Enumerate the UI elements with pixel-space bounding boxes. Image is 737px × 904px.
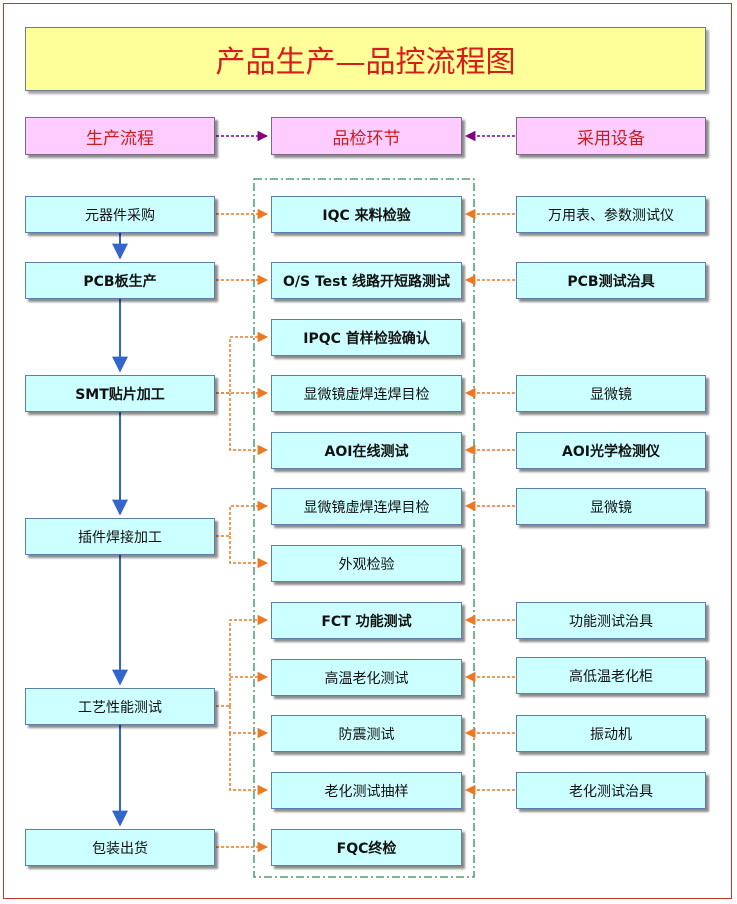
inspection-microscope-2: 显微镜虚焊连焊目检: [271, 488, 462, 525]
inspection-os-test: O/S Test 线路开短路测试: [271, 262, 462, 299]
equipment-function-fixture: 功能测试治具: [516, 602, 706, 639]
inspection-appearance: 外观检验: [271, 545, 462, 582]
process-step-pcb: PCB板生产: [25, 262, 215, 299]
inspection-high-temp: 高温老化测试: [271, 659, 462, 696]
inspection-fct: FCT 功能测试: [271, 602, 462, 639]
process-step-process-test: 工艺性能测试: [25, 688, 215, 725]
inspection-aging-sample: 老化测试抽样: [271, 772, 462, 809]
inspection-fqc: FQC终检: [271, 829, 462, 866]
equipment-microscope-1: 显微镜: [516, 375, 706, 412]
inspection-group-border: [253, 178, 475, 878]
inspection-shockproof: 防震测试: [271, 715, 462, 752]
equipment-aoi-tester: AOI光学检测仪: [516, 432, 706, 469]
equipment-microscope-2: 显微镜: [516, 488, 706, 525]
outer-frame: [3, 3, 732, 899]
equipment-multimeter: 万用表、参数测试仪: [516, 196, 706, 233]
inspection-iqc: IQC 来料检验: [271, 196, 462, 233]
connector-smt-branch: [216, 331, 269, 394]
inspection-aoi: AOI在线测试: [271, 432, 462, 469]
inspection-ipqc: IPQC 首样检验确认: [271, 319, 462, 356]
header-process: 生产流程: [25, 117, 215, 155]
equipment-vibration: 振动机: [516, 715, 706, 752]
equipment-aging-fixture: 老化测试治具: [516, 772, 706, 809]
inspection-microscope-1: 显微镜虚焊连焊目检: [271, 375, 462, 412]
connector-test-shockproof: [229, 706, 269, 739]
equipment-aging-cabinet: 高低温老化柜: [516, 657, 706, 694]
page-title: 产品生产—品控流程图: [25, 27, 706, 91]
process-step-insertion: 插件焊接加工: [25, 518, 215, 555]
process-step-packing: 包装出货: [25, 829, 215, 866]
connector-insertion-appearance: [229, 536, 269, 569]
process-step-smt: SMT贴片加工: [25, 375, 215, 412]
connector-insertion-microscope: [216, 500, 269, 537]
connector-test-fct: [229, 614, 269, 706]
header-inspection: 品检环节: [271, 117, 462, 155]
connector-smt-aoi: [229, 393, 269, 456]
process-step-procurement: 元器件采购: [25, 196, 215, 233]
connector-test-aging: [229, 733, 269, 796]
header-equipment: 采用设备: [516, 117, 706, 155]
equipment-pcb-fixture: PCB测试治具: [516, 262, 706, 299]
